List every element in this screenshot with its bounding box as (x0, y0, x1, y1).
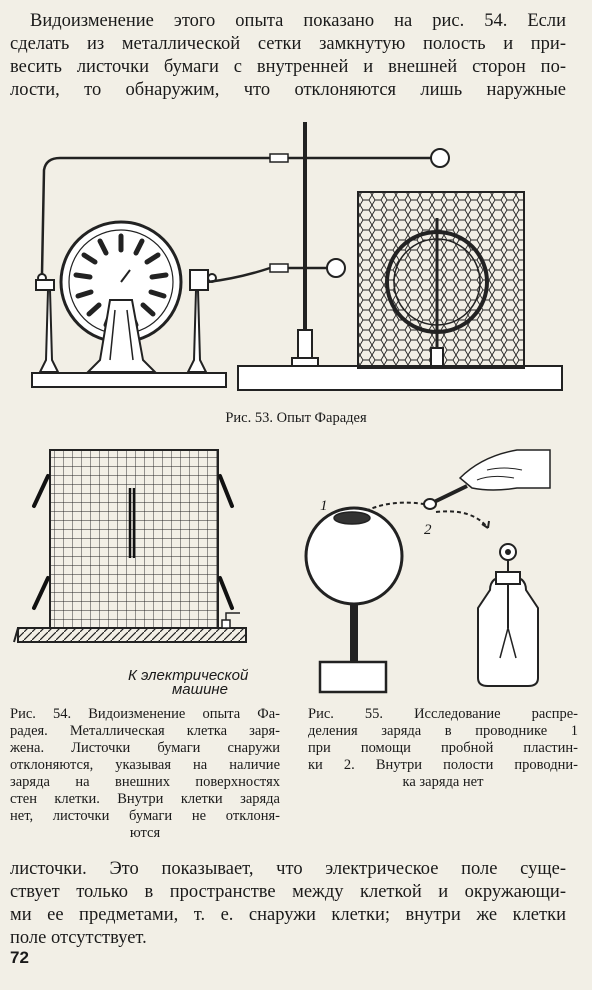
text-line: сделать из металлической сетки замкнутую… (10, 34, 566, 54)
machine-label-line2: машине (172, 681, 228, 698)
label-1: 1 (320, 498, 328, 514)
bottom-paragraph: листочки. Это показывает, что электричес… (10, 858, 566, 950)
top-paragraph: Видоизменение этого опыта показано на ри… (10, 10, 566, 102)
caption-line: ки 2. Внутри полости проводни- (308, 757, 578, 773)
caption-line: радея. Металлическая клетка заря- (10, 723, 280, 739)
text-line: листочки. Это показывает, что электричес… (10, 859, 566, 879)
text-line: Видоизменение этого опыта показано на ри… (30, 11, 566, 31)
text-line: ствует только в пространстве между клетк… (10, 882, 566, 902)
figure-54-metal-cage: К электрической машине (13, 449, 249, 698)
caption-line: стен клетки. Внутри клетки заряда (10, 791, 280, 807)
figure-53-caption: Рис. 53. Опыт Фарадея (225, 410, 367, 426)
figure-55-caption: Рис. 55. Исследование распре- деления за… (308, 706, 578, 791)
text-line: лости, то обнаружим, что отклоняются лиш… (10, 80, 566, 100)
figure-53-faraday-experiment (31, 122, 563, 391)
caption-line: отклоняются, указывая на наличие (10, 757, 280, 773)
figure-54-caption: Рис. 54. Видоизменение опыта Фа- радея. … (10, 706, 280, 842)
text-line: ми ее предметами, т. е. снаружи клетки; … (10, 905, 566, 925)
text-line: весить листочки бумаги с внутренней и вн… (10, 57, 566, 77)
caption-line: заряда на внешних поверхностях (10, 774, 280, 790)
caption-line: ются (129, 825, 161, 841)
caption-line: Рис. 54. Видоизменение опыта Фа- (10, 706, 280, 722)
machine-label-line1: К электрической (128, 667, 249, 684)
caption-line: жена. Листочки бумаги снаружи (10, 740, 280, 756)
label-2: 2 (424, 522, 432, 538)
caption-line: при помощи пробной пластин- (308, 740, 578, 756)
caption-line: нет, листочки бумаги не отклоня- (10, 808, 280, 824)
caption-line: ка заряда нет (402, 774, 484, 790)
text-line: поле отсутствует. (10, 928, 147, 948)
caption-line: деления заряда в проводнике 1 (308, 723, 578, 739)
caption-line: Рис. 55. Исследование распре- (308, 706, 578, 722)
figure-55-conductor-probe: 1 2 (304, 449, 551, 694)
page-number: 72 (10, 948, 29, 967)
